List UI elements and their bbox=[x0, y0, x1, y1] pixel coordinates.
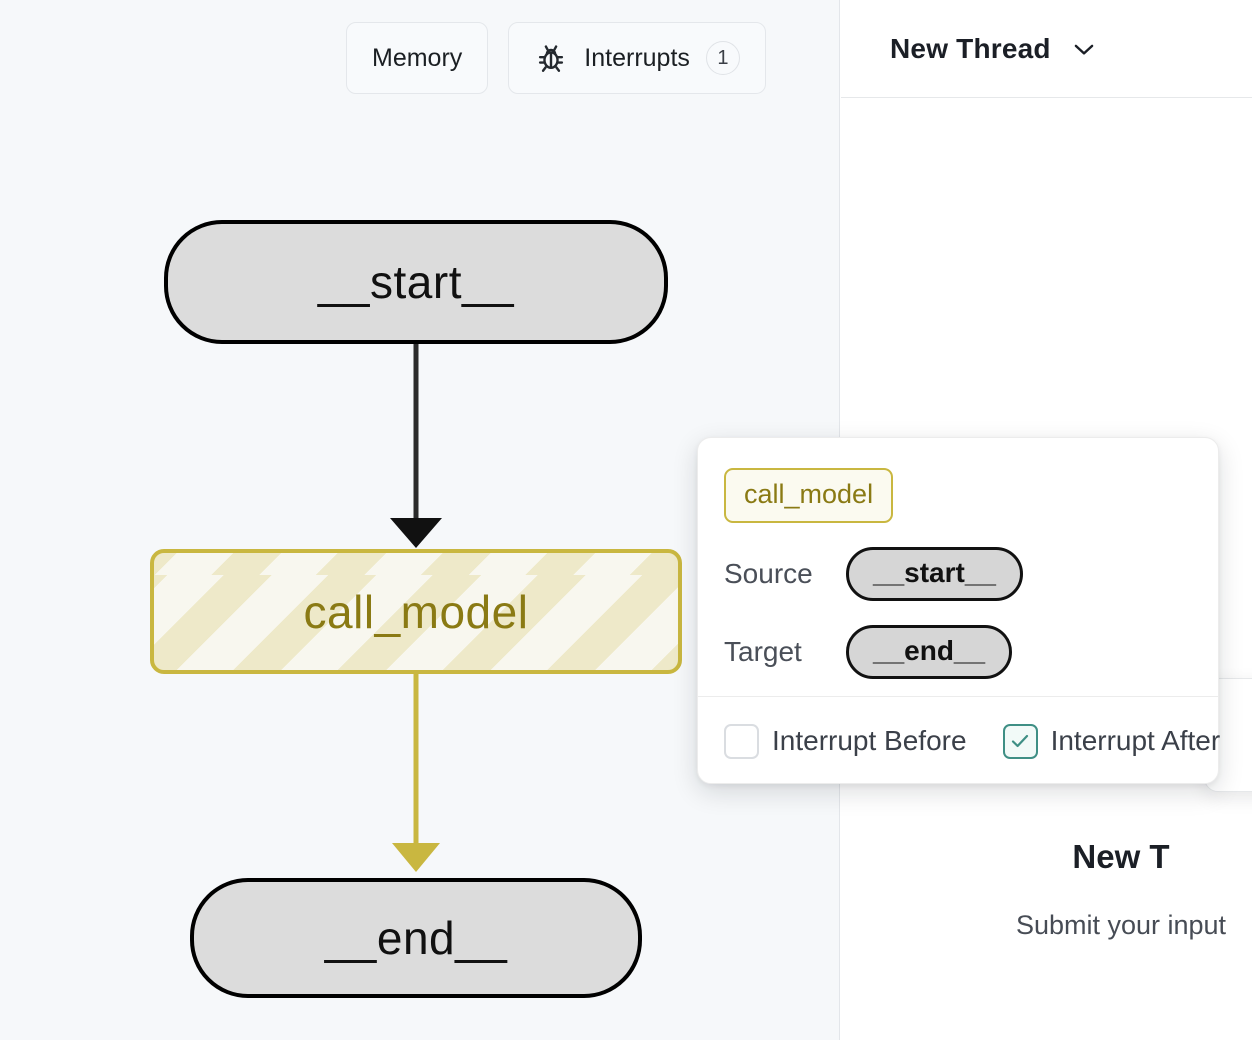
graph-edges-layer bbox=[390, 344, 442, 872]
interrupts-button-label: Interrupts bbox=[584, 43, 690, 72]
graph-node-icon bbox=[1241, 715, 1252, 755]
memory-button[interactable]: Memory bbox=[346, 22, 489, 94]
thread-empty-state: New T Submit your input bbox=[841, 838, 1252, 941]
interrupts-count-badge: 1 bbox=[705, 41, 740, 75]
interrupt-before-checkbox[interactable] bbox=[724, 723, 759, 759]
popover-divider bbox=[698, 696, 1218, 697]
edge-source-label: Source bbox=[724, 558, 813, 589]
chevron-down-icon[interactable] bbox=[1069, 34, 1099, 64]
edge-source-value[interactable]: __start__ bbox=[846, 547, 1023, 601]
graph-node-start[interactable]: __start__ bbox=[164, 220, 668, 344]
interrupt-options-row: Interrupt Before Interrupt After bbox=[698, 697, 1221, 785]
thread-empty-subtitle: Submit your input bbox=[1015, 910, 1227, 940]
interrupts-button[interactable]: Interrupts 1 bbox=[508, 22, 766, 94]
interrupt-after-label: Interrupt After bbox=[1050, 725, 1221, 756]
graph-node-call-model[interactable]: call_model bbox=[150, 549, 682, 674]
thread-title: New Thread bbox=[890, 32, 1051, 64]
interrupt-after-checkbox[interactable] bbox=[1002, 723, 1038, 759]
graph-node-end-label: __end__ bbox=[324, 912, 508, 964]
edge-call-model-to-end bbox=[392, 674, 440, 872]
graph-toolbar: Memory Interrupts 1 bbox=[346, 22, 766, 94]
edge-inspector-body: call_model Source __start__ Target __end… bbox=[698, 438, 1218, 679]
edge-target-row: Target __end__ bbox=[724, 625, 1192, 679]
thread-empty-title: New T bbox=[1072, 838, 1170, 875]
graph-node-end[interactable]: __end__ bbox=[190, 878, 642, 998]
edge-target-value[interactable]: __end__ bbox=[846, 625, 1013, 679]
edge-start-to-call-model bbox=[390, 344, 442, 548]
check-icon bbox=[1008, 729, 1032, 753]
edge-source-row: Source __start__ bbox=[724, 547, 1192, 601]
memory-button-label: Memory bbox=[372, 43, 463, 72]
edge-node-chip[interactable]: call_model bbox=[724, 468, 894, 523]
edge-inspector-popover: call_model Source __start__ Target __end… bbox=[697, 437, 1221, 785]
thread-header: New Thread bbox=[841, 0, 1252, 98]
graph-node-call-model-label: call_model bbox=[303, 585, 529, 638]
graph-node-start-label: __start__ bbox=[317, 256, 515, 308]
bug-icon bbox=[534, 41, 568, 75]
edge-target-label: Target bbox=[724, 636, 802, 667]
interrupt-before-label: Interrupt Before bbox=[772, 725, 967, 756]
